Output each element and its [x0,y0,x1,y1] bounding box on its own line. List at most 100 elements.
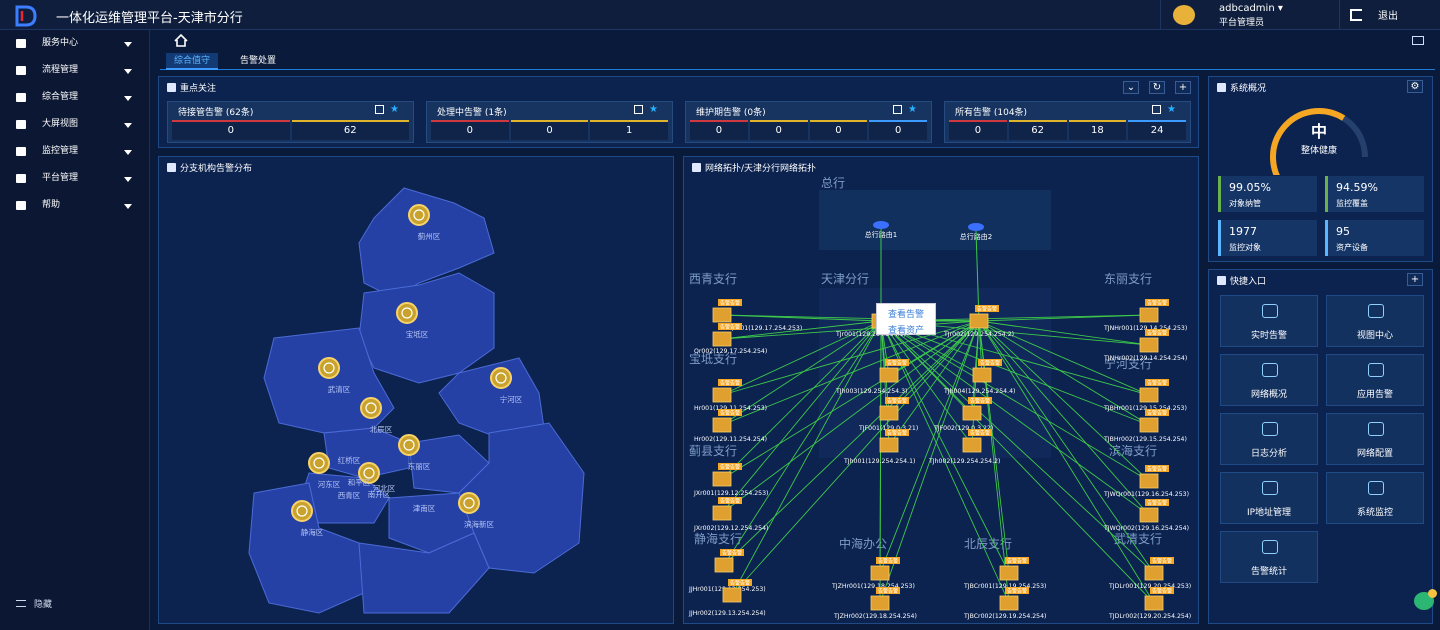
edit-icon[interactable] [375,105,384,114]
star-icon[interactable]: ★ [1167,104,1176,115]
logout-icon [1350,9,1362,21]
shortcut-view-center[interactable]: 视图中心 [1326,295,1424,347]
alarm-badge [1150,587,1174,594]
shortcut-app-alarm[interactable]: 应用告警 [1326,354,1424,406]
tab-alarm-handling[interactable]: 告警处置 [240,56,277,66]
alarm-badge-text: 告警告警 [720,380,740,387]
stat-label: 资产设备 [1336,243,1368,252]
add-shortcut-button[interactable]: + [1407,273,1423,286]
alarm-badge [1150,557,1174,564]
alarm-badge [885,359,909,366]
tab-duty[interactable]: 综合值守 [166,53,219,70]
alarm-marker-icon [408,204,430,226]
home-tab-icon[interactable] [168,32,194,50]
device-icon [962,405,982,421]
district-beichen[interactable] [323,427,410,479]
collapse-sidebar-button[interactable]: 隐藏 [16,597,52,610]
network-icon [1262,363,1278,377]
alarm-badge-text: 告警告警 [887,360,907,367]
notification-badge [1428,589,1437,598]
chevron-down-icon [124,69,132,74]
sidebar-item-help[interactable]: 帮助 [0,192,149,219]
device-label: TJNHr002(129.14.254.254) [1103,355,1187,362]
branch-alarm-map-panel: 分支机构告警分布 蓟州区宝坻区武清区宁河区北辰区东丽区红桥区南开区和平区河东区河… [158,156,674,624]
alarm-badge-text: 告警告警 [730,580,750,587]
district-label: 北辰区 [370,425,393,434]
alarm-badge-text: 告警告警 [1147,380,1167,387]
alarm-icon [1262,540,1278,554]
health-gauge: 中 整体健康 [1270,108,1368,175]
stat-managed: 99.05%对象纳管 [1218,176,1317,212]
shortcut-label: 应用告警 [1356,390,1393,400]
settings-button[interactable]: ⚙ [1407,80,1423,93]
sidebar-item-bigscreen[interactable]: 大屏视图 [0,111,149,138]
alarm-badge-text: 告警告警 [980,360,1000,367]
district-label: 武清区 [328,384,351,394]
monitor-icon [16,147,26,156]
panel-title: 分支机构告警分布 [180,164,253,174]
add-button[interactable]: + [1175,81,1191,94]
star-icon[interactable]: ★ [390,104,399,115]
alarm-badge-text: 告警告警 [1147,330,1167,337]
edit-icon[interactable] [1152,105,1161,114]
edit-icon[interactable] [893,105,902,114]
district-jizhou[interactable] [358,187,495,299]
sidebar-item-general[interactable]: 综合管理 [0,84,149,111]
district-south[interactable] [358,532,490,614]
shortcut-label: 告警统计 [1250,567,1287,577]
collapse-button[interactable]: ⌄ [1123,81,1139,94]
alarm-badge-text: 告警告警 [887,430,907,437]
user-menu[interactable]: adbcadmin ▾ 平台管理员 [1160,0,1340,30]
node-context-menu: 查看告警 查看资产 [876,303,936,336]
alarm-badge [1145,409,1169,416]
view-asset-menu-item[interactable]: 查看资产 [887,326,924,336]
sidebar-item-process[interactable]: 流程管理 [0,57,149,84]
shortcut-network-config[interactable]: 网络配置 [1326,413,1424,465]
card-title: 维护期告警 (0条) [696,108,766,118]
shortcut-system-monitor[interactable]: 系统监控 [1326,472,1424,524]
link-line [723,320,882,566]
device-icon [1144,565,1164,581]
alarm-badge-text: 告警告警 [720,464,740,471]
view-alarm-menu-item[interactable]: 查看告警 [887,310,924,320]
sidebar-item-service[interactable]: 服务中心 [0,30,149,57]
edit-icon[interactable] [634,105,643,114]
district-label: 河东区 [318,479,341,489]
alarm-badge-text: 告警告警 [722,550,742,557]
district-binhai[interactable] [458,422,585,574]
alarm-badge-text: 告警告警 [720,300,740,307]
device-label: JJHr002(129.13.254.254) [688,610,766,617]
refresh-button[interactable]: ↻ [1149,81,1165,94]
device-label: Hr001(129.11.254.253) [694,405,767,412]
star-icon[interactable]: ★ [908,104,917,115]
logout-button[interactable]: 退出 [1350,7,1398,22]
star-icon[interactable]: ★ [649,104,658,115]
dashboard-icon [1217,83,1226,92]
stat-coverage: 94.59%监控覆盖 [1325,176,1424,212]
shortcut-log-analysis[interactable]: 日志分析 [1220,413,1318,465]
fullscreen-icon[interactable] [1412,36,1424,45]
shortcut-ip-management[interactable]: IP地址管理 [1220,472,1318,524]
group-label: 西青支行 [689,272,737,286]
device-icon [1139,307,1159,323]
shortcut-realtime-alarm[interactable]: 实时告警 [1220,295,1318,347]
district-label: 南开区 [368,489,391,499]
device-label: Hr002(129.11.254.254) [694,436,767,443]
tianjin-map: 蓟州区宝坻区武清区宁河区北辰区东丽区红桥区南开区和平区河东区河北区西青区津南区滨… [248,187,585,614]
device-label: TJZHr002(129.18.254.254) [833,613,917,620]
shortcut-alarm-stats[interactable]: 告警统计 [1220,531,1318,583]
home-icon [16,201,26,210]
group-label: 东丽支行 [1104,272,1152,286]
device-icon [962,437,982,453]
count-cell: 0 [949,120,1007,140]
sidebar-item-monitor[interactable]: 监控管理 [0,138,149,165]
sidebar-item-platform[interactable]: 平台管理 [0,165,149,192]
device-label: TJBCr001(129.19.254.253) [963,583,1046,590]
shortcut-network-overview[interactable]: 网络概况 [1220,354,1318,406]
collapse-label: 隐藏 [34,600,53,610]
device-icon [870,595,890,611]
